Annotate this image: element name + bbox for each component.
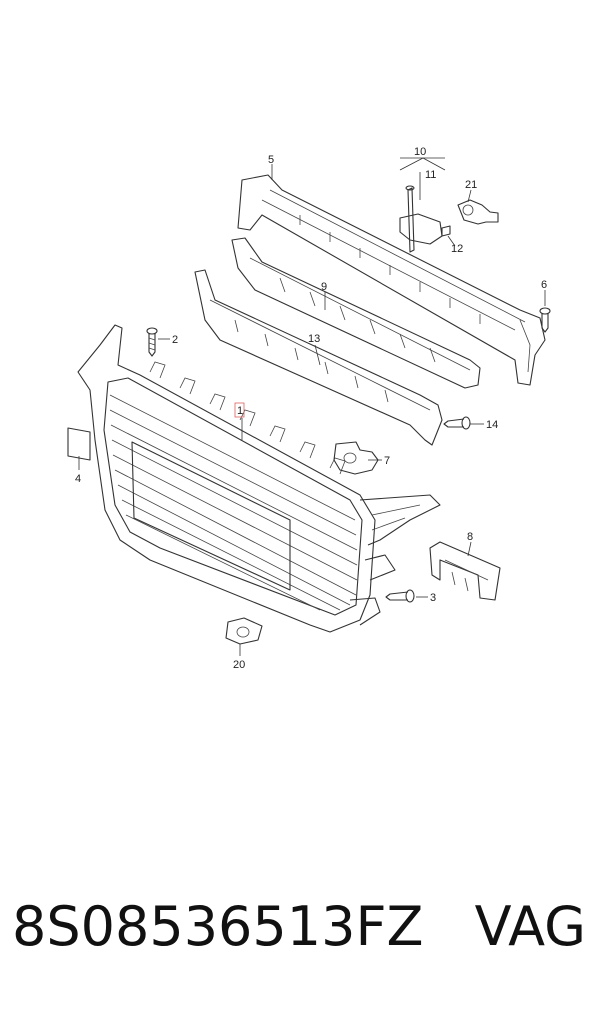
screw-part-14 (443, 416, 471, 430)
callout-3: 3 (430, 592, 436, 604)
callout-12: 12 (451, 243, 463, 255)
callout-6: 6 (541, 279, 547, 291)
holder-part-20 (225, 617, 263, 645)
upper-trim-strip (231, 237, 481, 389)
callout-1: 1 (237, 405, 243, 417)
exploded-parts-diagram: 1 2 3 4 5 6 7 8 9 10 11 12 13 14 20 21 (67, 146, 551, 671)
callout-8: 8 (467, 531, 473, 543)
callout-13: 13 (308, 333, 320, 345)
callout-5: 5 (268, 154, 274, 166)
callout-9: 9 (321, 281, 327, 293)
callout-11: 11 (425, 169, 436, 181)
radiator-grille (77, 324, 441, 633)
side-bracket-part-8 (429, 541, 501, 601)
callout-2: 2 (172, 334, 178, 346)
callout-21: 21 (465, 179, 477, 191)
lower-trim-strip (194, 269, 443, 446)
screw-part-12 (441, 225, 451, 237)
sticker-part (67, 427, 91, 461)
part-number: 8S08536513FZ (12, 895, 424, 958)
callout-4: 4 (75, 473, 81, 485)
bracket-clip-part-7 (333, 441, 379, 475)
screw-part-2 (146, 327, 158, 357)
leader-lines (78, 157, 546, 656)
screw-part-6 (539, 307, 551, 333)
screw-part-3 (385, 589, 415, 603)
footer: 8S08536513FZ VAG (0, 895, 600, 975)
brand-name: VAG (474, 895, 586, 958)
callout-7: 7 (384, 455, 390, 467)
callout-1-box (234, 402, 245, 418)
upper-carrier-beam (237, 174, 546, 386)
callout-20: 20 (233, 659, 245, 671)
sensor-part-21 (457, 199, 499, 225)
callout-14: 14 (486, 419, 498, 431)
callout-10: 10 (414, 146, 426, 158)
sensor-mount-part-10 (399, 185, 443, 253)
